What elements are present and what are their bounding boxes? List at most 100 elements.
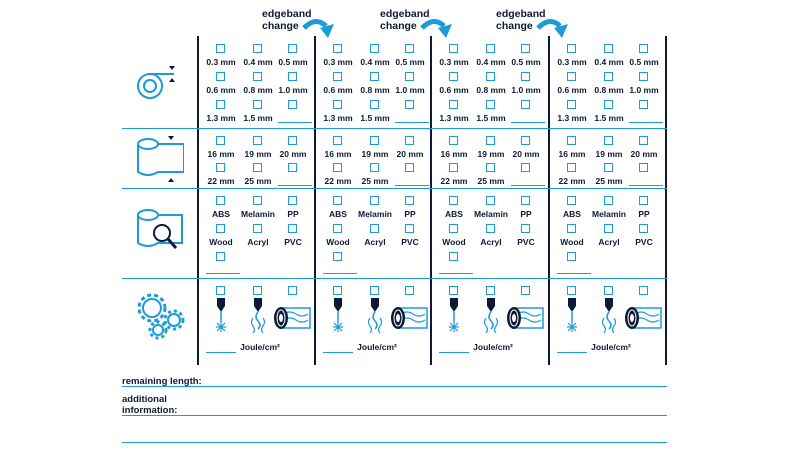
thickness-checkbox[interactable] [370, 100, 379, 109]
width-checkbox[interactable] [639, 163, 648, 172]
width-checkbox[interactable] [333, 163, 342, 172]
process-checkbox[interactable] [370, 286, 379, 295]
thickness-checkbox[interactable] [449, 44, 458, 53]
material-custom-field[interactable] [323, 273, 357, 274]
thickness-checkbox[interactable] [449, 100, 458, 109]
thickness-checkbox[interactable] [253, 44, 262, 53]
energy-value-field[interactable] [439, 352, 469, 353]
width-checkbox[interactable] [604, 163, 613, 172]
material-checkbox[interactable] [333, 224, 342, 233]
process-checkbox[interactable] [486, 286, 495, 295]
material-checkbox[interactable] [567, 196, 576, 205]
material-checkbox[interactable] [288, 224, 297, 233]
thickness-checkbox[interactable] [486, 44, 495, 53]
thickness-checkbox[interactable] [370, 44, 379, 53]
process-checkbox[interactable] [405, 286, 414, 295]
width-checkbox[interactable] [486, 136, 495, 145]
process-checkbox[interactable] [604, 286, 613, 295]
material-checkbox[interactable] [604, 196, 613, 205]
thickness-checkbox[interactable] [405, 72, 414, 81]
material-custom-field[interactable] [557, 273, 591, 274]
width-checkbox[interactable] [370, 163, 379, 172]
width-checkbox[interactable] [604, 136, 613, 145]
process-checkbox[interactable] [567, 286, 576, 295]
material-checkbox[interactable] [253, 224, 262, 233]
material-checkbox[interactable] [486, 196, 495, 205]
material-checkbox[interactable] [216, 196, 225, 205]
material-checkbox[interactable] [405, 196, 414, 205]
additional-info-field-2[interactable] [122, 442, 667, 443]
thickness-checkbox[interactable] [567, 44, 576, 53]
thickness-custom-field[interactable] [629, 122, 663, 123]
material-checkbox[interactable] [521, 224, 530, 233]
width-checkbox[interactable] [639, 136, 648, 145]
energy-value-field[interactable] [206, 352, 236, 353]
material-checkbox[interactable] [449, 224, 458, 233]
width-checkbox[interactable] [521, 136, 530, 145]
process-checkbox[interactable] [449, 286, 458, 295]
thickness-checkbox[interactable] [288, 72, 297, 81]
thickness-checkbox[interactable] [405, 100, 414, 109]
material-checkbox[interactable] [639, 196, 648, 205]
material-checkbox[interactable] [216, 224, 225, 233]
thickness-checkbox[interactable] [216, 100, 225, 109]
width-checkbox[interactable] [253, 136, 262, 145]
thickness-checkbox[interactable] [486, 100, 495, 109]
thickness-checkbox[interactable] [567, 100, 576, 109]
material-checkbox[interactable] [567, 224, 576, 233]
thickness-checkbox[interactable] [639, 72, 648, 81]
width-checkbox[interactable] [567, 136, 576, 145]
thickness-checkbox[interactable] [216, 44, 225, 53]
width-checkbox[interactable] [333, 136, 342, 145]
process-checkbox[interactable] [521, 286, 530, 295]
thickness-checkbox[interactable] [521, 100, 530, 109]
material-checkbox[interactable] [370, 196, 379, 205]
thickness-checkbox[interactable] [449, 72, 458, 81]
energy-value-field[interactable] [323, 352, 353, 353]
material-checkbox[interactable] [486, 224, 495, 233]
thickness-checkbox[interactable] [567, 72, 576, 81]
thickness-checkbox[interactable] [253, 72, 262, 81]
thickness-checkbox[interactable] [333, 44, 342, 53]
width-checkbox[interactable] [216, 136, 225, 145]
width-checkbox[interactable] [567, 163, 576, 172]
material-custom-checkbox[interactable] [333, 252, 342, 261]
thickness-checkbox[interactable] [216, 72, 225, 81]
width-checkbox[interactable] [449, 163, 458, 172]
process-checkbox[interactable] [288, 286, 297, 295]
material-checkbox[interactable] [639, 224, 648, 233]
width-custom-field[interactable] [395, 185, 429, 186]
process-checkbox[interactable] [253, 286, 262, 295]
material-checkbox[interactable] [405, 224, 414, 233]
thickness-custom-field[interactable] [395, 122, 429, 123]
width-checkbox[interactable] [405, 136, 414, 145]
thickness-checkbox[interactable] [604, 100, 613, 109]
width-custom-field[interactable] [511, 185, 545, 186]
material-checkbox[interactable] [253, 196, 262, 205]
thickness-checkbox[interactable] [604, 44, 613, 53]
width-custom-field[interactable] [278, 185, 312, 186]
width-checkbox[interactable] [405, 163, 414, 172]
width-custom-field[interactable] [629, 185, 663, 186]
thickness-checkbox[interactable] [405, 44, 414, 53]
process-checkbox[interactable] [639, 286, 648, 295]
thickness-checkbox[interactable] [486, 72, 495, 81]
thickness-checkbox[interactable] [253, 100, 262, 109]
thickness-checkbox[interactable] [333, 100, 342, 109]
energy-value-field[interactable] [557, 352, 587, 353]
process-checkbox[interactable] [216, 286, 225, 295]
material-custom-checkbox[interactable] [216, 252, 225, 261]
thickness-checkbox[interactable] [521, 72, 530, 81]
width-checkbox[interactable] [253, 163, 262, 172]
width-checkbox[interactable] [288, 163, 297, 172]
thickness-checkbox[interactable] [288, 44, 297, 53]
width-checkbox[interactable] [370, 136, 379, 145]
additional-info-field-1[interactable] [122, 415, 667, 416]
thickness-checkbox[interactable] [370, 72, 379, 81]
material-custom-field[interactable] [439, 273, 473, 274]
material-custom-checkbox[interactable] [567, 252, 576, 261]
thickness-checkbox[interactable] [333, 72, 342, 81]
thickness-checkbox[interactable] [604, 72, 613, 81]
thickness-custom-field[interactable] [278, 122, 312, 123]
width-checkbox[interactable] [486, 163, 495, 172]
